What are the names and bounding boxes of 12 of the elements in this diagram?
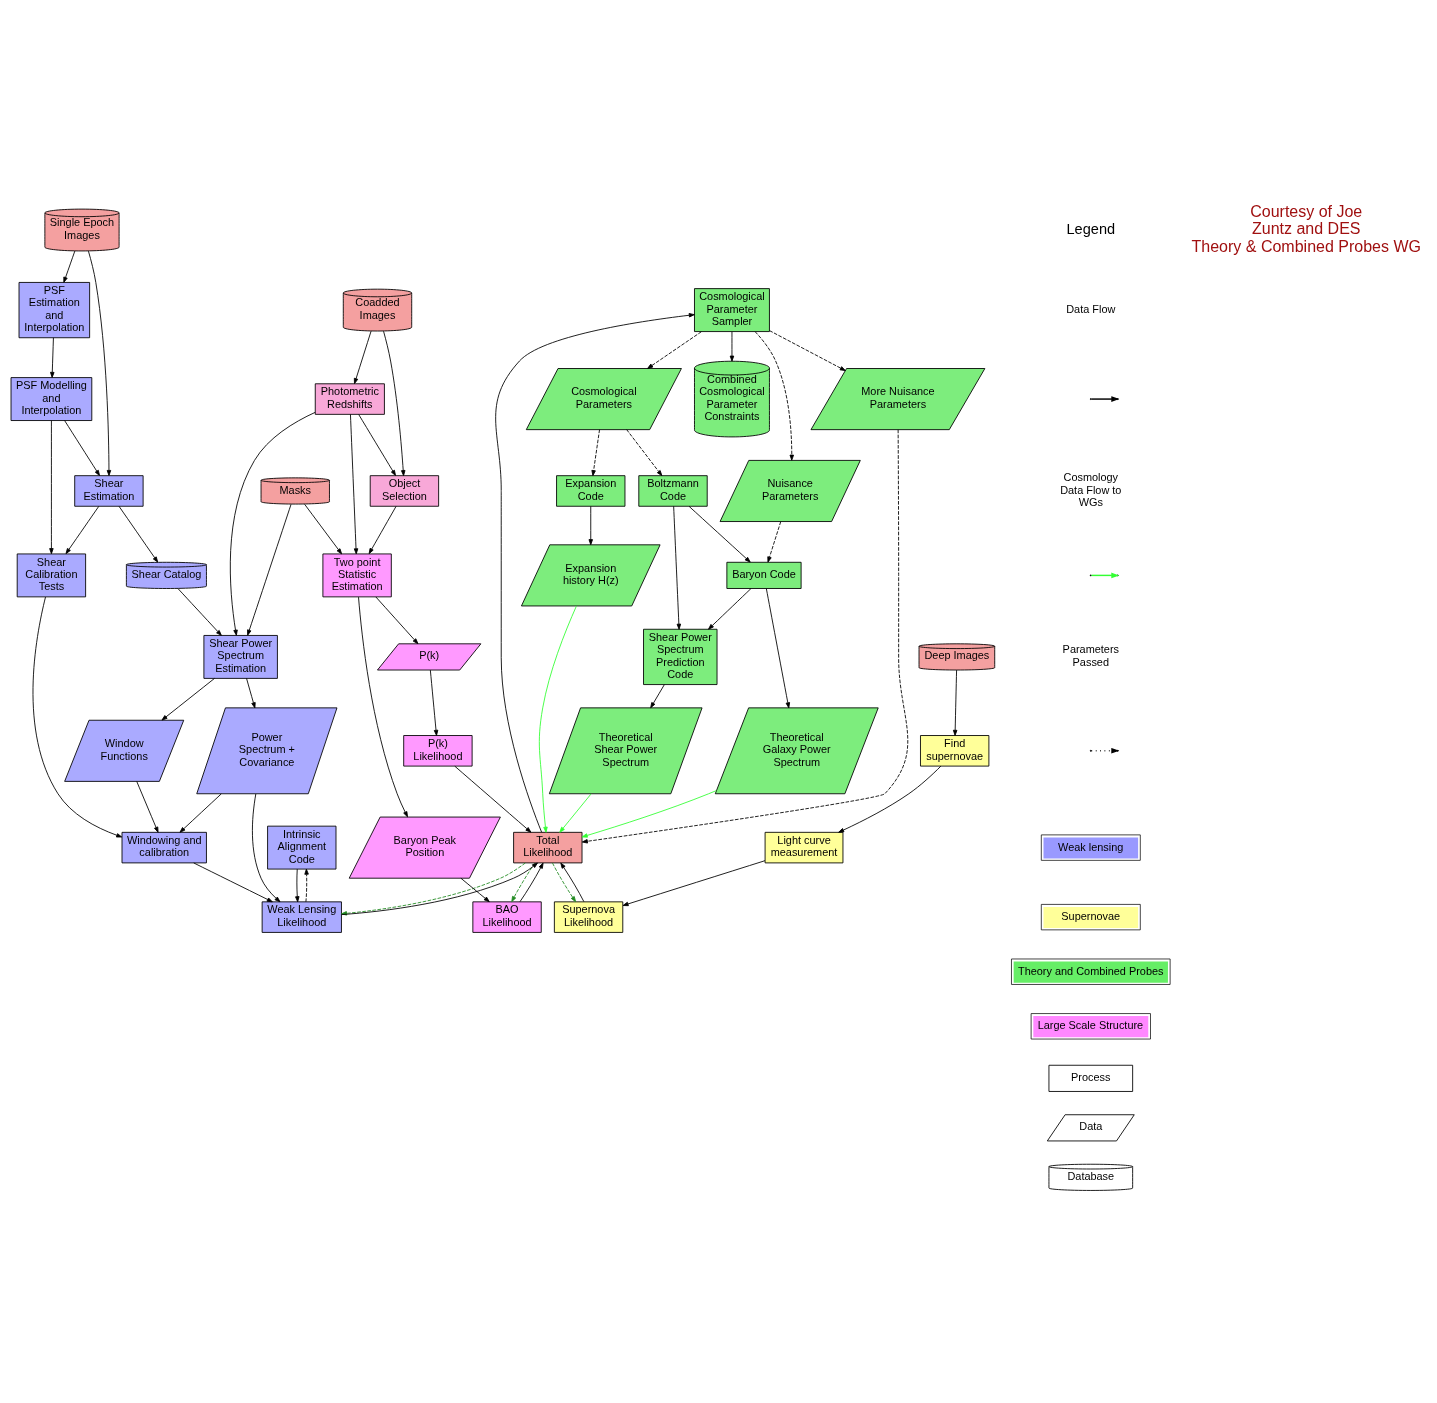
legend-label: Large Scale Structure <box>1037 1019 1144 1032</box>
label: Legend <box>1066 220 1116 237</box>
legend-label: Cosmology Data Flow to WGs <box>1060 471 1122 508</box>
legend-label: Process <box>1071 1070 1111 1083</box>
legend-label: Supernovae <box>1061 910 1121 923</box>
legend-label: Theory and Combined Probes <box>1018 964 1164 977</box>
legend-label: Weak lensing <box>1058 840 1124 853</box>
label: Courtesy of Joe Zuntz and DES Theory & Combined Probes WG <box>1191 202 1421 255</box>
legend-label: Parameters Passed <box>1062 643 1119 668</box>
legend-label: Data Flow <box>1066 302 1116 315</box>
legend-label: Database <box>1067 1169 1115 1182</box>
legend-label: Data <box>1079 1120 1103 1133</box>
